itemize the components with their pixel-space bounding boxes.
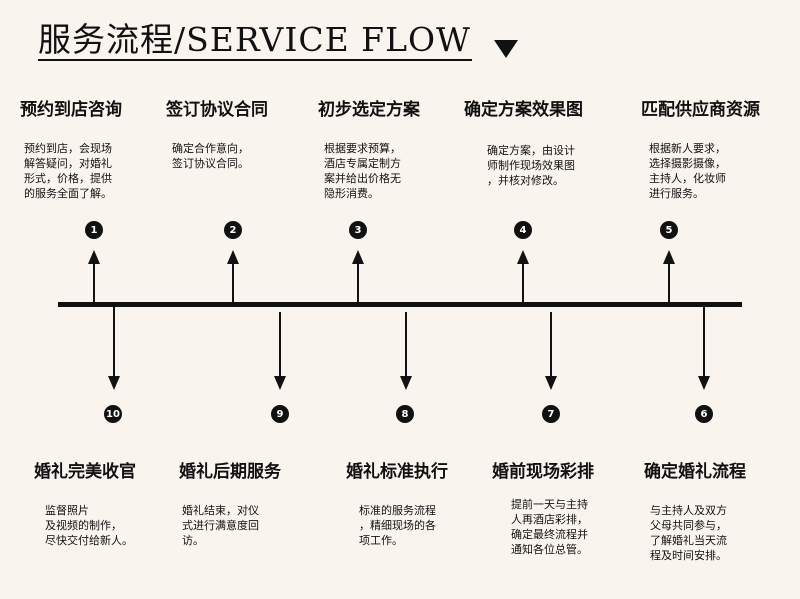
step-1-desc: 预约到店，会现场 解答疑问，对婚礼 形式，价格，提供 的服务全面了解。 xyxy=(24,142,112,200)
arrow-stem xyxy=(357,262,359,302)
step-3-title: 初步选定方案 xyxy=(318,100,420,120)
step-10-number: 10 xyxy=(104,405,122,423)
timeline-bar xyxy=(58,302,742,307)
step-3-number: 3 xyxy=(349,221,367,239)
step-4-title: 确定方案效果图 xyxy=(464,100,583,120)
step-9-desc: 婚礼结束，对仪 式进行满意度回 访。 xyxy=(182,504,259,547)
step-2-number: 2 xyxy=(224,221,242,239)
arrow-up-icon xyxy=(227,250,239,264)
arrow-stem xyxy=(93,262,95,302)
arrow-up-icon xyxy=(517,250,529,264)
step-5-desc: 根据新人要求， 选择摄影摄像， 主持人，化妆师 进行服务。 xyxy=(649,142,726,200)
step-7-number: 7 xyxy=(542,405,560,423)
step-9-title: 婚礼后期服务 xyxy=(179,462,281,482)
step-9-number: 9 xyxy=(271,405,289,423)
arrow-stem xyxy=(522,262,524,302)
arrow-stem xyxy=(550,312,552,377)
arrow-up-icon xyxy=(352,250,364,264)
step-4-number: 4 xyxy=(514,221,532,239)
step-8-number: 8 xyxy=(396,405,414,423)
page-title: 服务流程/SERVICE FLOW xyxy=(38,20,471,59)
step-4-desc: 确定方案，由设计 师制作现场效果图 ，并核对修改。 xyxy=(487,144,575,187)
arrow-down-icon xyxy=(274,376,286,390)
arrow-up-icon xyxy=(663,250,675,264)
arrow-stem xyxy=(668,262,670,302)
arrow-down-icon xyxy=(108,376,120,390)
step-6-title: 确定婚礼流程 xyxy=(644,462,746,482)
triangle-down-icon xyxy=(494,40,518,58)
arrow-down-icon xyxy=(545,376,557,390)
arrow-stem xyxy=(279,312,281,377)
step-10-title: 婚礼完美收官 xyxy=(34,462,136,482)
arrow-stem xyxy=(405,312,407,377)
arrow-stem xyxy=(113,307,115,377)
arrow-down-icon xyxy=(698,376,710,390)
step-2-desc: 确定合作意向， 签订协议合同。 xyxy=(172,142,249,170)
step-10-desc: 监督照片 及视频的制作， 尽快交付给新人。 xyxy=(45,504,133,547)
step-7-desc: 提前一天与主持 人再酒店彩排， 确定最终流程并 通知各位总管。 xyxy=(511,498,588,556)
arrow-stem xyxy=(232,262,234,302)
step-7-title: 婚前现场彩排 xyxy=(492,462,594,482)
step-5-number: 5 xyxy=(660,221,678,239)
step-3-desc: 根据要求预算， 酒店专属定制方 案并给出价格无 隐形消费。 xyxy=(324,142,401,200)
arrow-down-icon xyxy=(400,376,412,390)
step-5-title: 匹配供应商资源 xyxy=(641,100,760,120)
step-1-title: 预约到店咨询 xyxy=(20,100,122,120)
title-underline xyxy=(38,59,472,61)
step-8-desc: 标准的服务流程 ，精细现场的各 项工作。 xyxy=(359,504,436,547)
step-6-desc: 与主持人及双方 父母共同参与， 了解婚礼当天流 程及时间安排。 xyxy=(650,504,727,562)
step-1-number: 1 xyxy=(85,221,103,239)
step-2-title: 签订协议合同 xyxy=(166,100,268,120)
arrow-stem xyxy=(703,307,705,377)
step-6-number: 6 xyxy=(695,405,713,423)
arrow-up-icon xyxy=(88,250,100,264)
step-8-title: 婚礼标准执行 xyxy=(346,462,448,482)
